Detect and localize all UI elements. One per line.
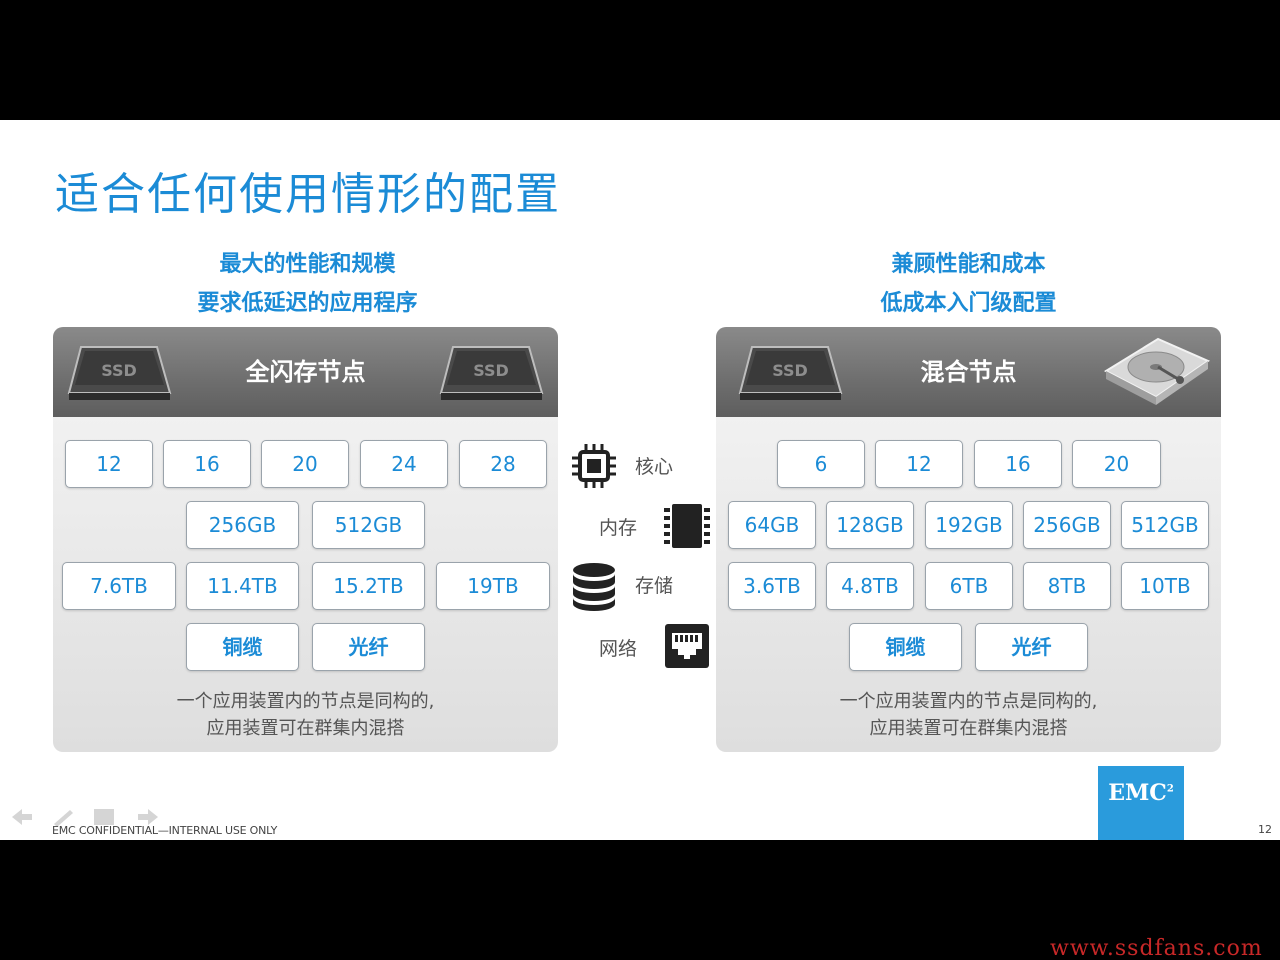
all-flash-panel: SSD 全闪存节点 SSD 12 16 20 24 28 256GB 512GB… — [53, 327, 558, 752]
right-subtitle-2: 低成本入门级配置 — [880, 291, 1057, 316]
right-storage-option[interactable]: 6TB — [925, 562, 1013, 610]
cores-label: 核心 — [635, 456, 674, 478]
ssd-drive-icon: SSD — [738, 346, 843, 400]
hybrid-title: 混合节点 — [920, 358, 1017, 386]
right-memory-option[interactable]: 256GB — [1023, 501, 1111, 549]
left-network-copper[interactable]: 铜缆 — [186, 623, 299, 671]
right-core-option[interactable]: 12 — [875, 440, 963, 488]
memory-label: 内存 — [599, 517, 638, 539]
right-memory-option[interactable]: 64GB — [728, 501, 816, 549]
ssd-drive-icon: SSD — [439, 346, 544, 400]
ssd-drive-icon: SSD — [67, 346, 172, 400]
left-memory-option[interactable]: 256GB — [186, 501, 299, 549]
right-core-option[interactable]: 6 — [777, 440, 865, 488]
left-core-option[interactable]: 28 — [459, 440, 547, 488]
emc-logo: EMC2 — [1098, 766, 1184, 840]
right-note-2: 应用装置可在群集内混搭 — [869, 718, 1068, 739]
left-core-option[interactable]: 24 — [360, 440, 448, 488]
right-storage-option[interactable]: 4.8TB — [826, 562, 914, 610]
left-note-1: 一个应用装置内的节点是同构的, — [176, 691, 435, 712]
svg-text:SSD: SSD — [772, 361, 808, 380]
menu-icon — [94, 809, 114, 825]
right-core-option[interactable]: 16 — [974, 440, 1062, 488]
watermark: www.ssdfans.com — [1050, 936, 1263, 960]
right-storage-option[interactable]: 8TB — [1023, 562, 1111, 610]
database-icon — [573, 563, 615, 611]
all-flash-header: SSD 全闪存节点 SSD — [53, 327, 558, 417]
left-core-option[interactable]: 20 — [261, 440, 349, 488]
left-core-option[interactable]: 16 — [163, 440, 251, 488]
right-network-copper[interactable]: 铜缆 — [849, 623, 962, 671]
cpu-icon — [572, 444, 616, 488]
left-note-2: 应用装置可在群集内混搭 — [206, 718, 405, 739]
previous-arrow-icon — [12, 809, 32, 825]
right-memory-option[interactable]: 192GB — [925, 501, 1013, 549]
hybrid-panel: SSD 混合节点 6 12 16 20 64GB 128GB 192GB 256… — [716, 327, 1221, 752]
left-storage-option[interactable]: 11.4TB — [186, 562, 299, 610]
left-memory-option[interactable]: 512GB — [312, 501, 425, 549]
right-memory-option[interactable]: 128GB — [826, 501, 914, 549]
right-storage-option[interactable]: 3.6TB — [728, 562, 816, 610]
slide-title: 适合任何使用情形的配置 — [55, 169, 561, 220]
right-storage-option[interactable]: 10TB — [1121, 562, 1209, 610]
left-storage-option[interactable]: 7.6TB — [62, 562, 176, 610]
svg-text:SSD: SSD — [473, 361, 509, 380]
storage-label: 存储 — [635, 575, 674, 597]
right-memory-option[interactable]: 512GB — [1121, 501, 1209, 549]
right-subtitle-1: 兼顾性能和成本 — [891, 252, 1046, 277]
right-note-1: 一个应用装置内的节点是同构的, — [839, 691, 1098, 712]
ethernet-port-icon — [665, 624, 709, 668]
hard-disk-icon — [1103, 337, 1211, 405]
left-storage-option[interactable]: 15.2TB — [312, 562, 425, 610]
confidential-notice: EMC CONFIDENTIAL—INTERNAL USE ONLY — [52, 824, 278, 837]
slideshow-nav-controls[interactable] — [10, 806, 160, 828]
svg-text:SSD: SSD — [101, 361, 137, 380]
pen-icon — [54, 810, 73, 827]
left-core-option[interactable]: 12 — [65, 440, 153, 488]
left-subtitle-1: 最大的性能和规模 — [219, 252, 396, 277]
slide: 适合任何使用情形的配置 最大的性能和规模 要求低延迟的应用程序 兼顾性能和成本 … — [0, 120, 1280, 840]
left-storage-option[interactable]: 19TB — [436, 562, 550, 610]
network-label: 网络 — [599, 638, 638, 660]
right-network-fiber[interactable]: 光纤 — [975, 623, 1088, 671]
left-subtitle-2: 要求低延迟的应用程序 — [197, 291, 418, 316]
left-network-fiber[interactable]: 光纤 — [312, 623, 425, 671]
right-core-option[interactable]: 20 — [1072, 440, 1161, 488]
page-number: 12 — [1258, 823, 1272, 836]
next-arrow-icon — [138, 809, 158, 825]
all-flash-title: 全闪存节点 — [245, 358, 366, 386]
hybrid-header: SSD 混合节点 — [716, 327, 1221, 417]
memory-chip-icon — [664, 504, 710, 548]
